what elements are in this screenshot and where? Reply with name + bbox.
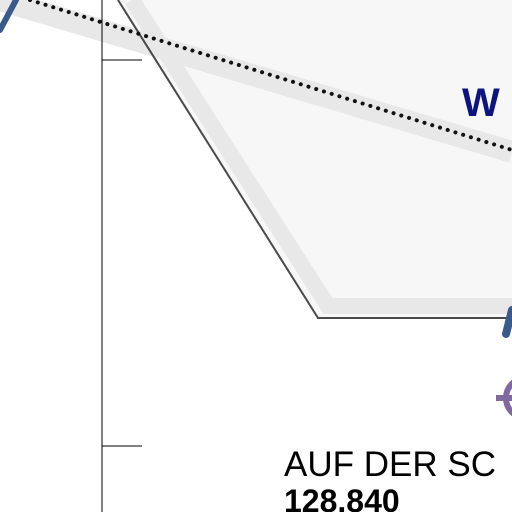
road-segment-top-left	[0, 0, 19, 33]
circle-cross-icon[interactable]	[496, 378, 512, 418]
map-area-outline	[117, 0, 512, 319]
route-casing	[0, 0, 512, 163]
direction-label: W	[462, 81, 500, 125]
map-area-fill	[118, 0, 512, 318]
map-area-casing	[125, 0, 512, 314]
place-name-label: AUF DER SC	[284, 445, 496, 484]
dotted-route-line	[28, 0, 512, 152]
place-value-label: 128.840	[284, 483, 400, 512]
road-segment-right	[502, 306, 512, 338]
